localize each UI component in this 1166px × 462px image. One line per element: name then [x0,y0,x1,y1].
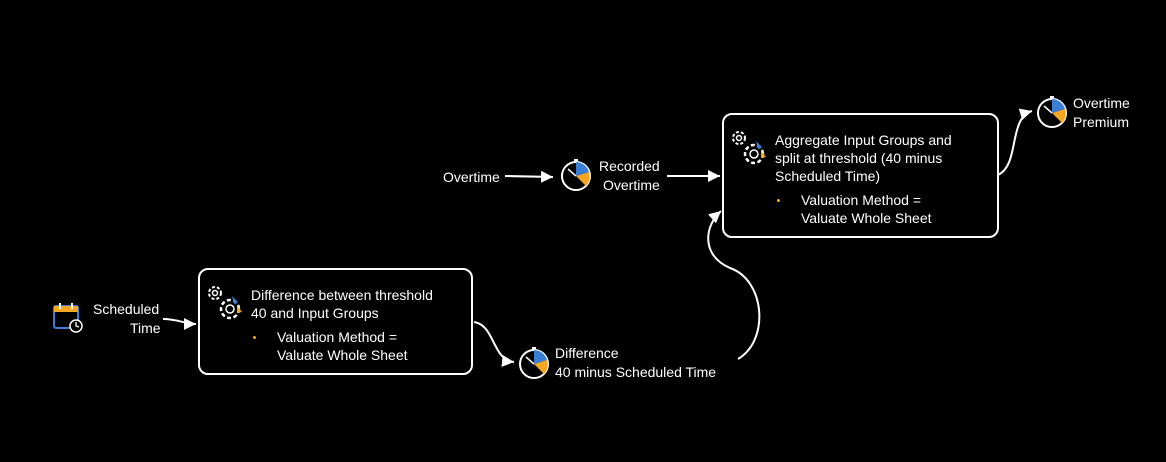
aggregate-rule-bullet-line2: Valuate Whole Sheet [801,210,932,226]
recorded-overtime-label-line2: Overtime [603,177,660,193]
aggregate-rule-title-line3: Scheduled Time) [775,168,881,184]
aggregate-rule-title-line1: Aggregate Input Groups and [775,132,952,148]
arrow-difference-rule-to-difference [473,321,515,367]
aggregate-rule-title-line2: split at threshold (40 minus [775,150,943,166]
bullet-marker [253,336,256,339]
scheduled-time-label-line1: Scheduled [93,301,160,317]
difference-rule-title-line1: Difference between threshold [251,287,433,303]
bullet-marker [777,199,780,202]
difference-rule-bullet-line1: Valuation Method = [277,329,397,345]
timer-icon [1037,96,1067,128]
difference-rule-box[interactable]: Difference between threshold 40 and Inpu… [198,268,473,375]
overtime-premium-label-line1: Overtime [1073,95,1130,111]
arrow-scheduled-to-difference-rule [162,317,197,330]
difference-label-line1: Difference [555,345,619,361]
arrow-difference-to-aggregate-rule [707,210,761,360]
arrow-aggregate-rule-to-premium [997,108,1033,176]
gears-icon [208,286,242,320]
difference-rule-bullet-line2: Valuate Whole Sheet [277,347,408,363]
arrow-overtime-to-recorded [504,170,554,183]
aggregate-rule-box[interactable]: Aggregate Input Groups and split at thre… [722,113,999,238]
gears-icon [732,131,766,165]
calendar-clock-icon [53,303,83,333]
timer-icon [519,347,549,379]
scheduled-time-label-line2: Time [130,320,161,336]
timer-icon [561,159,591,191]
overtime-premium-label-line2: Premium [1073,114,1130,130]
difference-label-line2: 40 minus Scheduled Time [555,364,717,380]
aggregate-rule-bullet-line1: Valuation Method = [801,192,921,208]
difference-rule-title-line2: 40 and Input Groups [251,305,379,321]
recorded-overtime-label-line1: Recorded [599,158,660,174]
overtime-label: Overtime [443,169,500,185]
